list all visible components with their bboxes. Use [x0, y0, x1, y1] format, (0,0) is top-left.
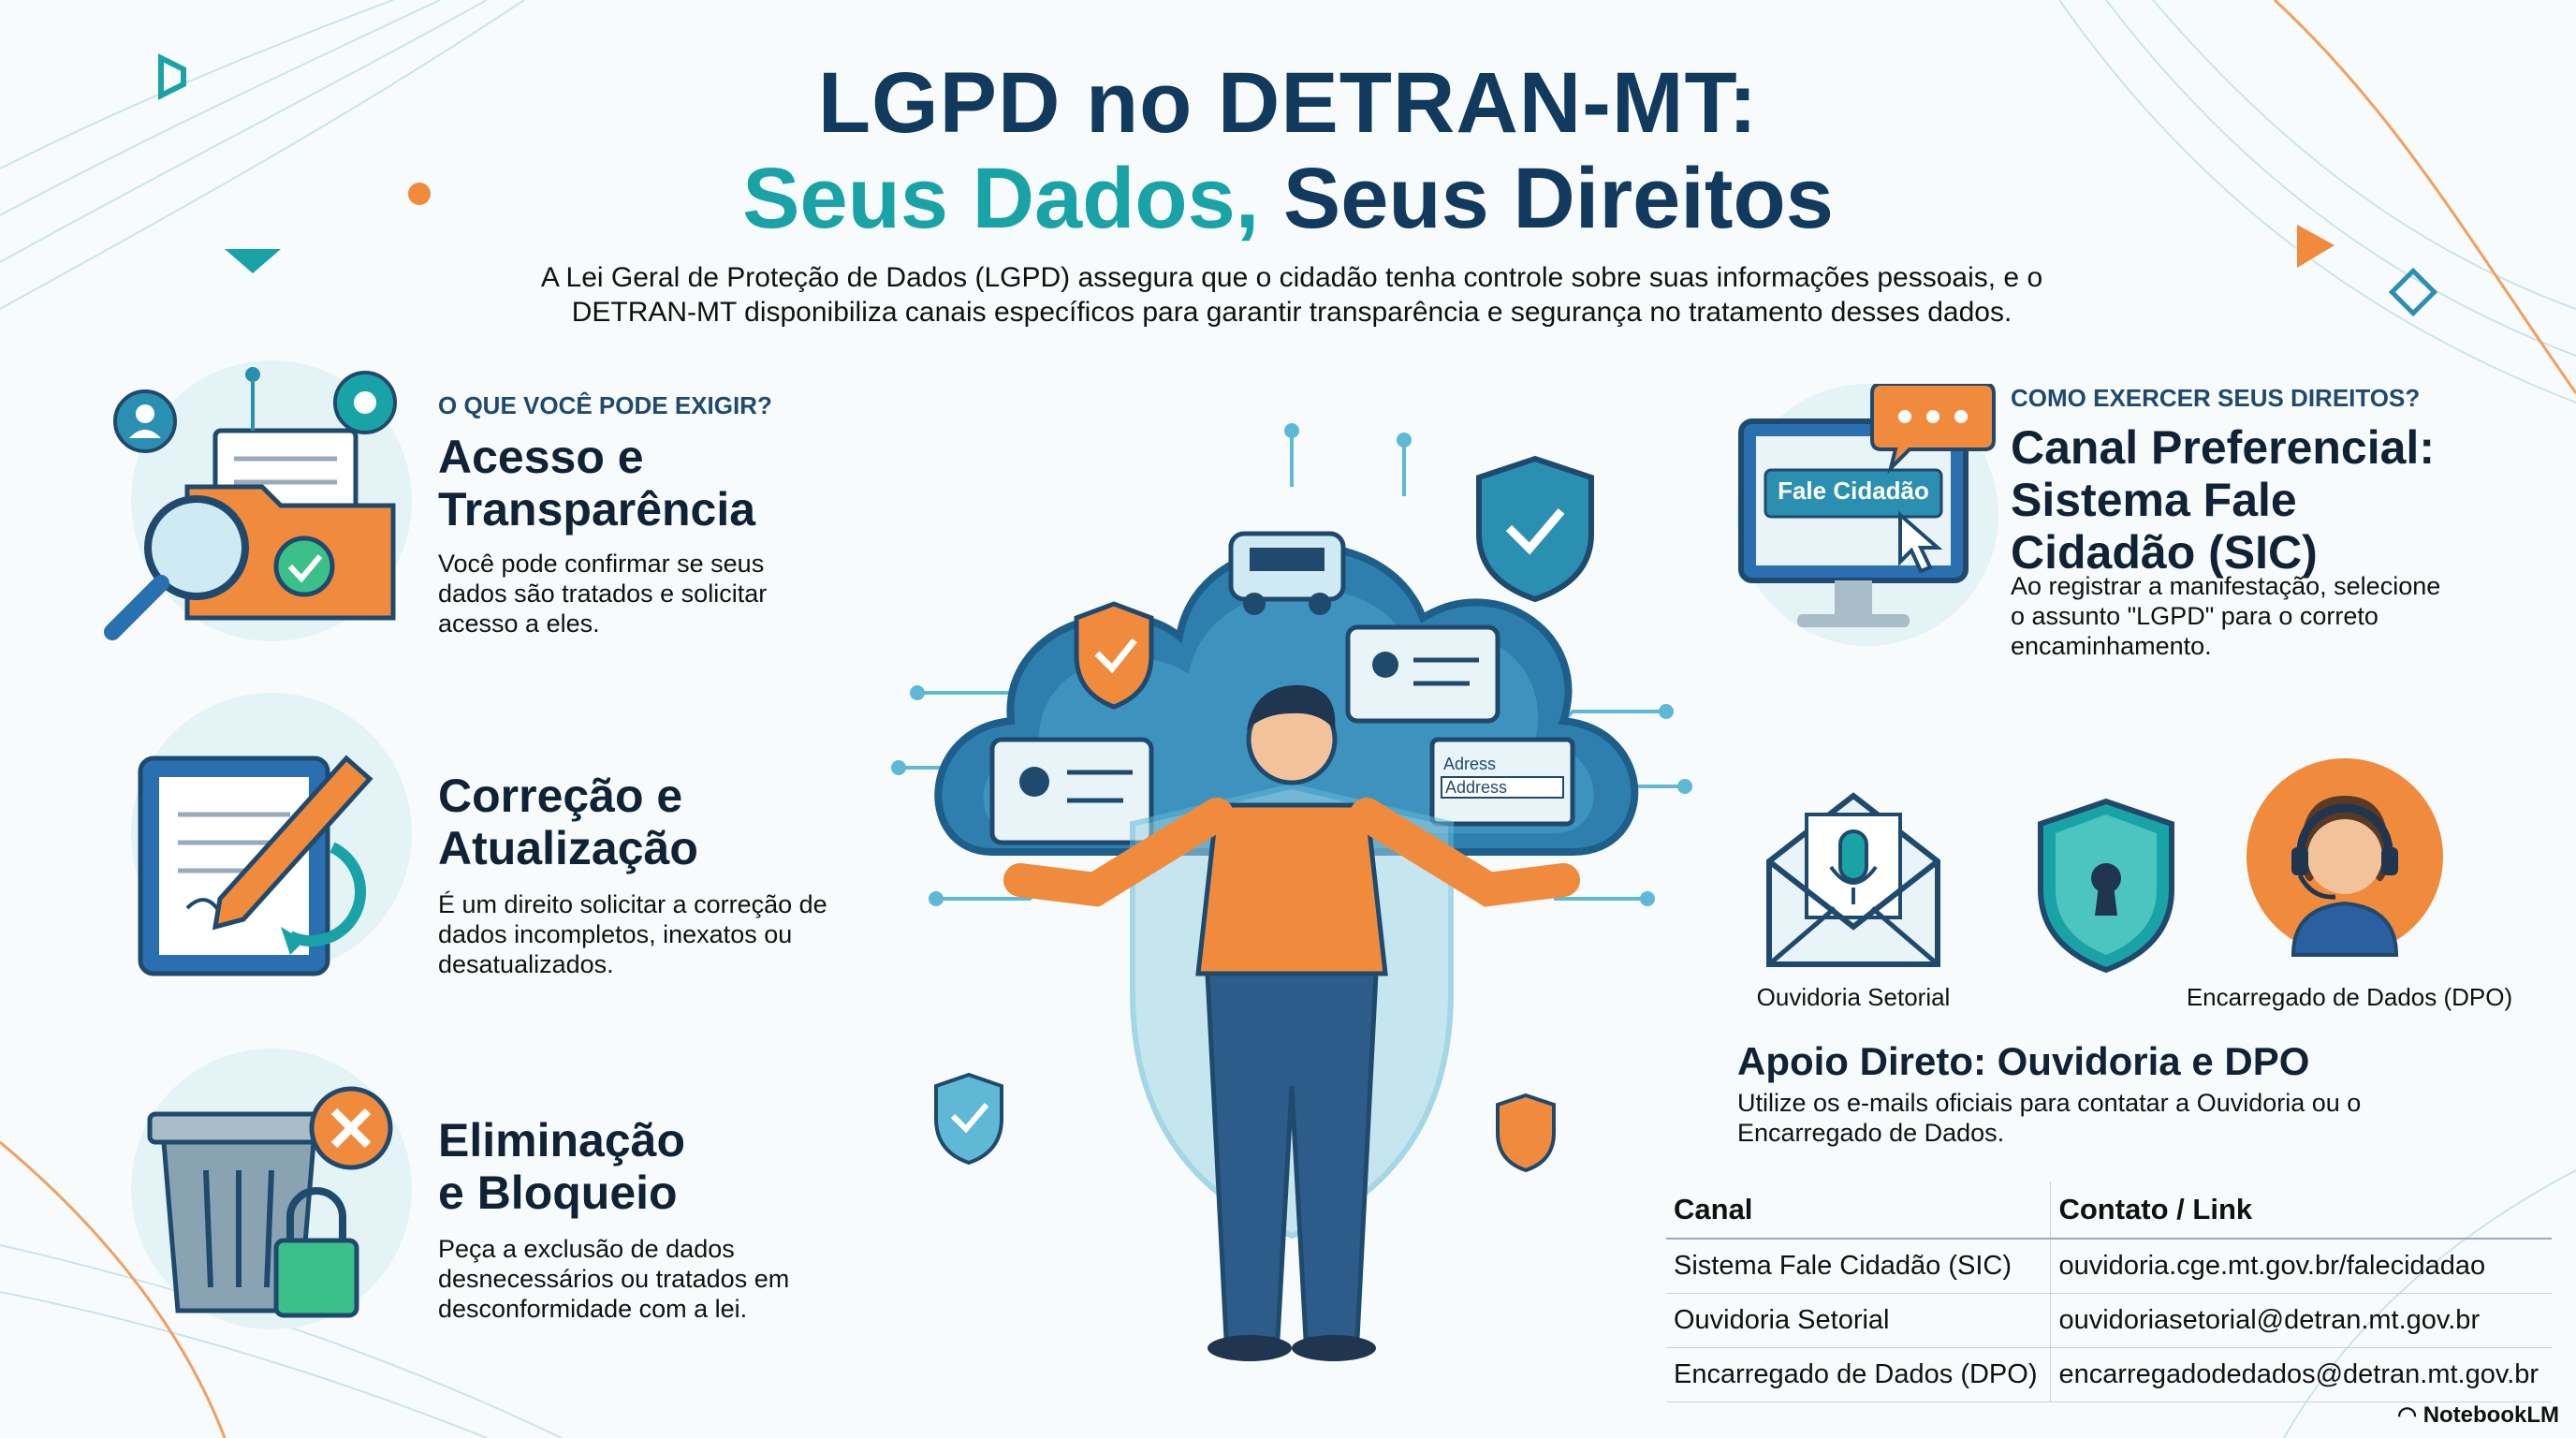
central-illustration: Adress Address [891, 423, 1692, 1361]
row-email-ouvidoria[interactable]: ouvidoriasetorial@detran.mt.gov.br [2050, 1293, 2553, 1348]
page-subtitle: Seus Dados, Seus Direitos [0, 150, 2576, 248]
dpo-caption: Encarregado de Dados (DPO) [2186, 983, 2513, 1011]
row-canal-ouvidoria: Ouvidoria Setorial [1666, 1293, 2052, 1348]
computer-chat-icon [1738, 384, 1996, 627]
sic-heading-line2: Sistema Fale [2011, 474, 2297, 526]
deletion-heading-line2: e Bloqueio [438, 1167, 678, 1219]
access-heading: Acesso e Transparência [438, 431, 755, 536]
table-header-row: Canal Contato / Link [1666, 1181, 2553, 1240]
notebooklm-icon: ◠ [2397, 1402, 2423, 1428]
address-label-1: Adress [1443, 755, 1496, 773]
support-body: Utilize os e-mails oficiais para contata… [1737, 1089, 2362, 1147]
table-row: Sistema Fale Cidadão (SIC) ouvidoria.cge… [1666, 1239, 2553, 1294]
notebooklm-logo: ◠ NotebookLM [2397, 1401, 2559, 1429]
access-heading-line2: Transparência [438, 483, 756, 536]
edit-document-icon [138, 755, 373, 976]
ouvidoria-caption: Ouvidoria Setorial [1756, 983, 1951, 1011]
deletion-heading-line1: Eliminação [438, 1114, 685, 1167]
correction-heading: Correção e Atualização [438, 770, 698, 874]
address-label-2: Address [1445, 778, 1507, 797]
deletion-heading: Eliminação e Bloqueio [438, 1114, 685, 1219]
sic-heading: Canal Preferencial: Sistema Fale Cidadão… [2011, 421, 2435, 579]
page-title: LGPD no DETRAN-MT: [817, 55, 1759, 151]
subtitle-part-1: Seus Dados, [742, 151, 1260, 246]
row-canal-sic: Sistema Fale Cidadão (SIC) [1666, 1239, 2052, 1294]
fale-cidadao-button: Fale Cidadão [1778, 477, 1929, 505]
access-body: Você pode confirmar se seus dados são tr… [438, 550, 768, 638]
shield-lock-icon [2038, 798, 2174, 974]
row-email-dpo[interactable]: encarregadodedados@detran.mt.gov.br [2050, 1347, 2553, 1402]
trash-lock-icon [147, 1086, 393, 1318]
column-header-canal: Canal [1666, 1181, 2052, 1240]
folder-search-icon [104, 367, 397, 640]
sic-heading-line1: Canal Preferencial: [2011, 421, 2435, 474]
footer-brand: NotebookLM [2422, 1402, 2559, 1428]
correction-heading-line2: Atualização [438, 822, 698, 874]
column-header-contato: Contato / Link [2050, 1181, 2553, 1240]
right-eyebrow: COMO EXERCER SEUS DIREITOS? [2011, 384, 2421, 412]
access-heading-line1: Acesso e [438, 431, 644, 483]
table-row: Encarregado de Dados (DPO) encarregadode… [1666, 1347, 2553, 1402]
contacts-table: Canal Contato / Link Sistema Fale Cidadã… [1666, 1181, 2553, 1402]
table-row: Ouvidoria Setorial ouvidoriasetorial@det… [1666, 1293, 2553, 1348]
intro-text: A Lei Geral de Proteção de Dados (LGPD) … [540, 262, 2043, 328]
sic-body: Ao registrar a manifestação, selecione o… [2011, 572, 2441, 660]
correction-body: É um direito solicitar a correção de dad… [438, 890, 827, 978]
deletion-body: Peça a exclusão de dados desnecessários … [438, 1235, 790, 1323]
subtitle-part-2: Seus Direitos [1259, 151, 1834, 246]
left-eyebrow: O QUE VOCÊ PODE EXIGIR? [438, 391, 772, 419]
row-link-sic[interactable]: ouvidoria.cge.mt.gov.br/falecidadao [2050, 1239, 2553, 1294]
sic-heading-line3: Cidadão (SIC) [2011, 526, 2318, 579]
row-canal-dpo: Encarregado de Dados (DPO) [1666, 1347, 2052, 1402]
correction-heading-line1: Correção e [438, 770, 683, 822]
mail-microphone-icon [1766, 792, 1940, 967]
support-heading: Apoio Direto: Ouvidoria e DPO [1737, 1039, 2310, 1083]
support-agent-icon [2247, 758, 2443, 957]
